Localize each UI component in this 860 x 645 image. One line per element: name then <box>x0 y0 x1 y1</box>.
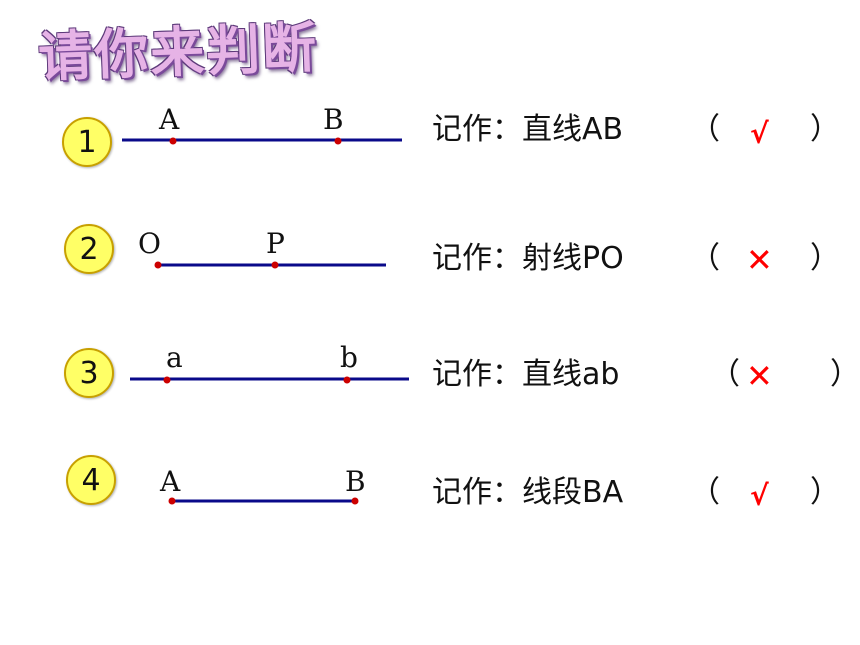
open-paren: （ <box>710 357 740 392</box>
statement-text: 记作：射线PO <box>432 241 624 276</box>
point-1b <box>334 137 342 145</box>
point-4b <box>351 497 359 505</box>
item-number-badge: 3 <box>64 348 114 398</box>
point-label: A <box>159 103 180 136</box>
cross-icon: ✕ <box>746 241 773 279</box>
point-2p <box>271 261 279 269</box>
point-label: P <box>266 227 285 260</box>
point-2o <box>154 261 162 269</box>
close-paren: ） <box>810 112 840 147</box>
close-paren: ） <box>830 357 860 392</box>
item-number-badge: 4 <box>66 455 116 505</box>
point-3a <box>163 376 171 384</box>
statement-text: 记作：直线AB <box>432 112 624 147</box>
statement-text: 记作：直线ab <box>432 357 620 392</box>
point-1a <box>169 137 177 145</box>
point-3b <box>343 376 351 384</box>
open-paren: （ <box>690 112 720 147</box>
close-paren: ） <box>810 241 840 276</box>
open-paren: （ <box>690 475 720 510</box>
point-label: A <box>160 465 181 498</box>
point-label: O <box>138 227 161 260</box>
point-label: B <box>323 103 344 136</box>
point-label: a <box>166 341 183 374</box>
point-label: B <box>345 465 366 498</box>
item-number-badge: 1 <box>62 117 112 167</box>
point-label: b <box>340 341 358 374</box>
open-paren: （ <box>690 241 720 276</box>
point-4a <box>168 497 176 505</box>
cross-icon: ✕ <box>746 357 773 395</box>
check-icon: √ <box>750 117 769 150</box>
statement-text: 记作：线段BA <box>432 475 624 510</box>
close-paren: ） <box>810 475 840 510</box>
item-number-badge: 2 <box>64 224 114 274</box>
check-icon: √ <box>750 479 769 512</box>
